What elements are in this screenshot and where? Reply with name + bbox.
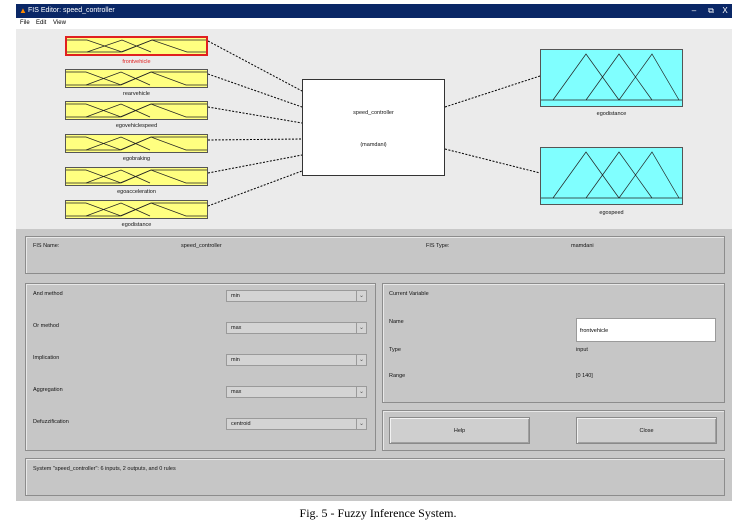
input-block-egoacceleration[interactable] xyxy=(65,167,208,186)
and-method-select[interactable]: min ⌄ xyxy=(226,290,367,302)
fis-type-value: mamdani xyxy=(571,243,594,249)
implication-value: min xyxy=(231,357,240,363)
chevron-down-icon: ⌄ xyxy=(356,387,366,397)
input-block-rearvehicle[interactable] xyxy=(65,69,208,88)
chevron-down-icon: ⌄ xyxy=(356,323,366,333)
current-variable-panel: Current Variable Name frontvehicle Type … xyxy=(382,283,725,403)
fis-type-label: FIS Type: xyxy=(426,243,450,249)
output-label: egospeed xyxy=(599,210,624,216)
connection-lines xyxy=(207,40,541,207)
title-bar: ▲ FIS Editor: speed_controller – ⧉ X xyxy=(16,4,732,18)
input-block-egobraking[interactable] xyxy=(65,134,208,153)
close-button[interactable]: Close xyxy=(576,417,717,444)
fis-properties-area: FIS Name: speed_controller FIS Type: mam… xyxy=(16,229,732,501)
aggregation-select[interactable]: max ⌄ xyxy=(226,386,367,398)
minimize-button[interactable]: – xyxy=(691,6,697,15)
aggregation-label: Aggregation xyxy=(33,387,63,393)
fis-info-panel: FIS Name: speed_controller FIS Type: mam… xyxy=(25,236,725,274)
window-title: FIS Editor: speed_controller xyxy=(28,7,115,14)
or-method-label: Or method xyxy=(33,323,59,329)
name-label: Name xyxy=(389,319,404,325)
restore-button[interactable]: ⧉ xyxy=(708,6,714,15)
figure-caption: Fig. 5 - Fuzzy Inference System. xyxy=(299,506,457,520)
implication-select[interactable]: min ⌄ xyxy=(226,354,367,366)
help-button[interactable]: Help xyxy=(389,417,530,444)
chevron-down-icon: ⌄ xyxy=(356,291,366,301)
and-method-label: And method xyxy=(33,291,63,297)
type-label: Type xyxy=(389,347,401,353)
input-label: egovehiclespeed xyxy=(115,123,158,129)
output-mf-icon xyxy=(541,151,682,199)
defuzzification-label: Defuzzification xyxy=(33,419,69,425)
defuzzification-value: centroid xyxy=(231,421,251,427)
fis-name-value: speed_controller xyxy=(181,243,222,249)
range-label: Range xyxy=(389,373,406,379)
defuzzification-select[interactable]: centroid ⌄ xyxy=(226,418,367,430)
output-block-egospeed[interactable] xyxy=(540,147,683,205)
aggregation-value: max xyxy=(231,389,242,395)
fis-name-label: FIS Name: xyxy=(33,243,60,249)
output-block-egodistance[interactable] xyxy=(540,49,683,107)
or-method-value: max xyxy=(231,325,242,331)
output-label: egodistance xyxy=(596,111,627,117)
fis-diagram-area: frontvehicle rearvehicle egovehiclespeed… xyxy=(16,29,732,229)
chevron-down-icon: ⌄ xyxy=(356,419,366,429)
system-type: (mamdani) xyxy=(360,142,387,148)
chevron-down-icon: ⌄ xyxy=(356,355,366,365)
input-label: rearvehicle xyxy=(123,91,150,97)
input-label: egodistance xyxy=(121,222,152,228)
menu-view[interactable]: View xyxy=(53,20,66,26)
input-label: egoacceleration xyxy=(117,189,156,195)
menu-edit[interactable]: Edit xyxy=(36,20,47,26)
or-method-select[interactable]: max ⌄ xyxy=(226,322,367,334)
matlab-icon: ▲ xyxy=(19,6,27,15)
and-method-value: min xyxy=(231,293,240,299)
input-block-frontvehicle[interactable] xyxy=(65,36,208,56)
system-block[interactable]: speed_controller (mamdani) xyxy=(302,79,445,176)
input-mf-icon xyxy=(66,202,207,217)
input-mf-icon xyxy=(66,71,207,86)
menu-bar: File Edit View xyxy=(16,18,732,29)
close-window-button[interactable]: X xyxy=(722,6,728,15)
input-mf-icon xyxy=(66,169,207,184)
status-panel: System "speed_controller": 6 inputs, 2 o… xyxy=(25,458,725,496)
methods-panel: And method min ⌄ Or method max ⌄ Implica… xyxy=(25,283,376,451)
type-value: input xyxy=(576,347,588,353)
output-mf-icon xyxy=(541,53,682,101)
status-text: System "speed_controller": 6 inputs, 2 o… xyxy=(33,466,176,472)
current-variable-title: Current Variable xyxy=(389,291,429,297)
range-value: [0 140] xyxy=(576,373,593,379)
menu-file[interactable]: File xyxy=(20,20,30,26)
system-name: speed_controller xyxy=(353,110,394,116)
input-label: frontvehicle xyxy=(122,59,151,65)
input-mf-icon xyxy=(66,103,207,118)
input-label: egobraking xyxy=(122,156,151,162)
variable-name-value: frontvehicle xyxy=(580,328,609,334)
input-block-egovehiclespeed[interactable] xyxy=(65,101,208,120)
buttons-panel: Help Close xyxy=(382,410,725,451)
input-block-egodistance[interactable] xyxy=(65,200,208,219)
variable-name-field[interactable]: frontvehicle xyxy=(576,318,716,342)
input-mf-icon xyxy=(66,136,207,151)
implication-label: Implication xyxy=(33,355,60,361)
input-mf-icon xyxy=(67,39,206,53)
